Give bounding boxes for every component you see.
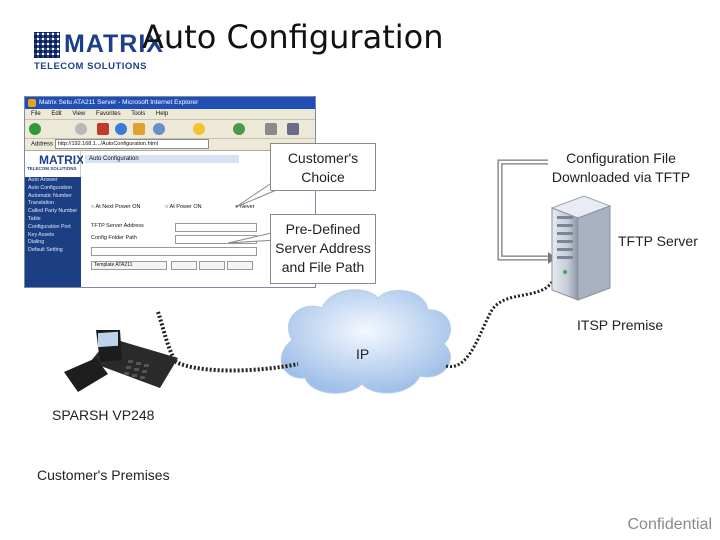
sidebar-logo-sub: TELECOM SOLUTIONS — [27, 166, 77, 171]
radio-power-on[interactable]: ○ At Power ON — [165, 204, 202, 210]
sidebar-item[interactable]: Default Setting — [28, 247, 63, 254]
callout-line: Customer's — [287, 150, 359, 166]
page-title: Auto Configuration — [142, 18, 444, 56]
logo-word: MATRIX — [64, 30, 164, 58]
sidebar-item[interactable]: Table — [28, 215, 41, 222]
ip-phone-icon — [64, 330, 178, 392]
customer-premises-label: Customer's Premises — [37, 467, 170, 483]
sidebar-item[interactable]: Auto Answer — [28, 177, 58, 183]
phone-label: SPARSH VP248 — [52, 407, 155, 423]
browser-title-bar: Matrix Setu ATA211 Server - Microsoft In… — [25, 97, 315, 109]
tftp-address-input[interactable] — [175, 223, 257, 232]
row-tftp-address-label: TFTP Server Address — [91, 223, 144, 229]
refresh-icon[interactable] — [115, 123, 127, 135]
sidebar-item[interactable]: Called Party Number — [28, 208, 78, 215]
forward-icon[interactable] — [75, 123, 87, 135]
radio-label: At Next Power ON — [95, 204, 141, 210]
menu-tools[interactable]: Tools — [131, 111, 146, 117]
logo-subtitle: TELECOM SOLUTIONS — [34, 61, 147, 72]
address-bar: Address http://192.168.1.../AutoConfigur… — [25, 139, 315, 151]
address-input[interactable]: http://192.168.1.../AutoConfiguration.ht… — [54, 139, 209, 149]
config-sidebar: MATRIX TELECOM SOLUTIONS Auto Answer Aut… — [25, 151, 85, 287]
config-file-line: Downloaded via TFTP — [551, 169, 691, 185]
browser-toolbar — [25, 120, 315, 139]
callout-line: Server Address — [275, 240, 371, 256]
menu-edit[interactable]: Edit — [51, 111, 62, 117]
menu-favorites[interactable]: Favorites — [95, 111, 121, 117]
browser-menu-bar: File Edit View Favorites Tools Help — [25, 109, 315, 120]
config-file-label: Configuration File Downloaded via TFTP — [540, 149, 702, 187]
sidebar-item[interactable]: Configuration Port — [28, 223, 71, 230]
callout-pointer-predefined — [227, 231, 277, 244]
cloud-server-link — [445, 281, 554, 368]
sidebar-item[interactable]: Auto Configuration — [28, 184, 72, 191]
radio-label: At Power ON — [169, 204, 202, 210]
mail-icon[interactable] — [265, 123, 277, 135]
itsp-premise-label: ITSP Premise — [577, 317, 664, 333]
select-c[interactable] — [227, 261, 253, 270]
confidential-mark: Confidential — [627, 516, 713, 533]
sidebar-item[interactable]: Automatic Number — [28, 192, 72, 199]
menu-view[interactable]: View — [72, 111, 86, 117]
select-b[interactable] — [199, 261, 225, 270]
sidebar-item[interactable]: Translation — [28, 200, 55, 207]
menu-help[interactable]: Help — [155, 111, 169, 117]
row-config-path-label: Config Folder Path — [91, 235, 137, 241]
select-a[interactable] — [171, 261, 197, 270]
tftp-server-icon — [550, 195, 612, 301]
blank-input[interactable] — [91, 247, 257, 256]
logo-grid-icon — [34, 32, 60, 58]
radio-label: Never — [239, 204, 255, 210]
address-label: Address — [31, 141, 54, 148]
search-icon[interactable] — [153, 123, 165, 135]
sidebar-item[interactable]: Key Assets — [28, 231, 55, 238]
sidebar-logo: MATRIX TELECOM SOLUTIONS — [25, 151, 85, 177]
predefined-path-callout: Pre-Defined Server Address and File Path — [270, 214, 376, 284]
home-icon[interactable] — [133, 123, 145, 135]
ip-cloud — [280, 289, 452, 394]
ip-label: IP — [356, 346, 370, 362]
back-icon[interactable] — [29, 123, 41, 135]
callout-line: Pre-Defined — [285, 221, 361, 237]
sidebar-item[interactable]: Dialing — [28, 239, 45, 246]
template-select[interactable]: Template ATA211 — [91, 261, 167, 270]
sidebar-logo-word: MATRIX — [39, 153, 85, 167]
phone-cloud-link — [156, 311, 299, 373]
tab-auto-configuration[interactable]: Auto Configuration — [85, 155, 239, 163]
callout-line: and File Path — [281, 259, 365, 275]
customers-choice-callout: Customer's Choice — [270, 143, 376, 191]
stop-icon[interactable] — [97, 123, 109, 135]
print-icon[interactable] — [287, 123, 299, 135]
menu-file[interactable]: File — [31, 111, 41, 117]
favorites-icon[interactable] — [193, 123, 205, 135]
radio-next-power-on[interactable]: ○ At Next Power ON — [91, 204, 141, 210]
callout-line: Choice — [301, 169, 345, 185]
tftp-server-label: TFTP Server — [618, 233, 698, 249]
history-icon[interactable] — [233, 123, 245, 135]
matrix-logo: MATRIX TELECOM SOLUTIONS — [34, 30, 163, 74]
config-file-line: Configuration File — [566, 150, 676, 166]
